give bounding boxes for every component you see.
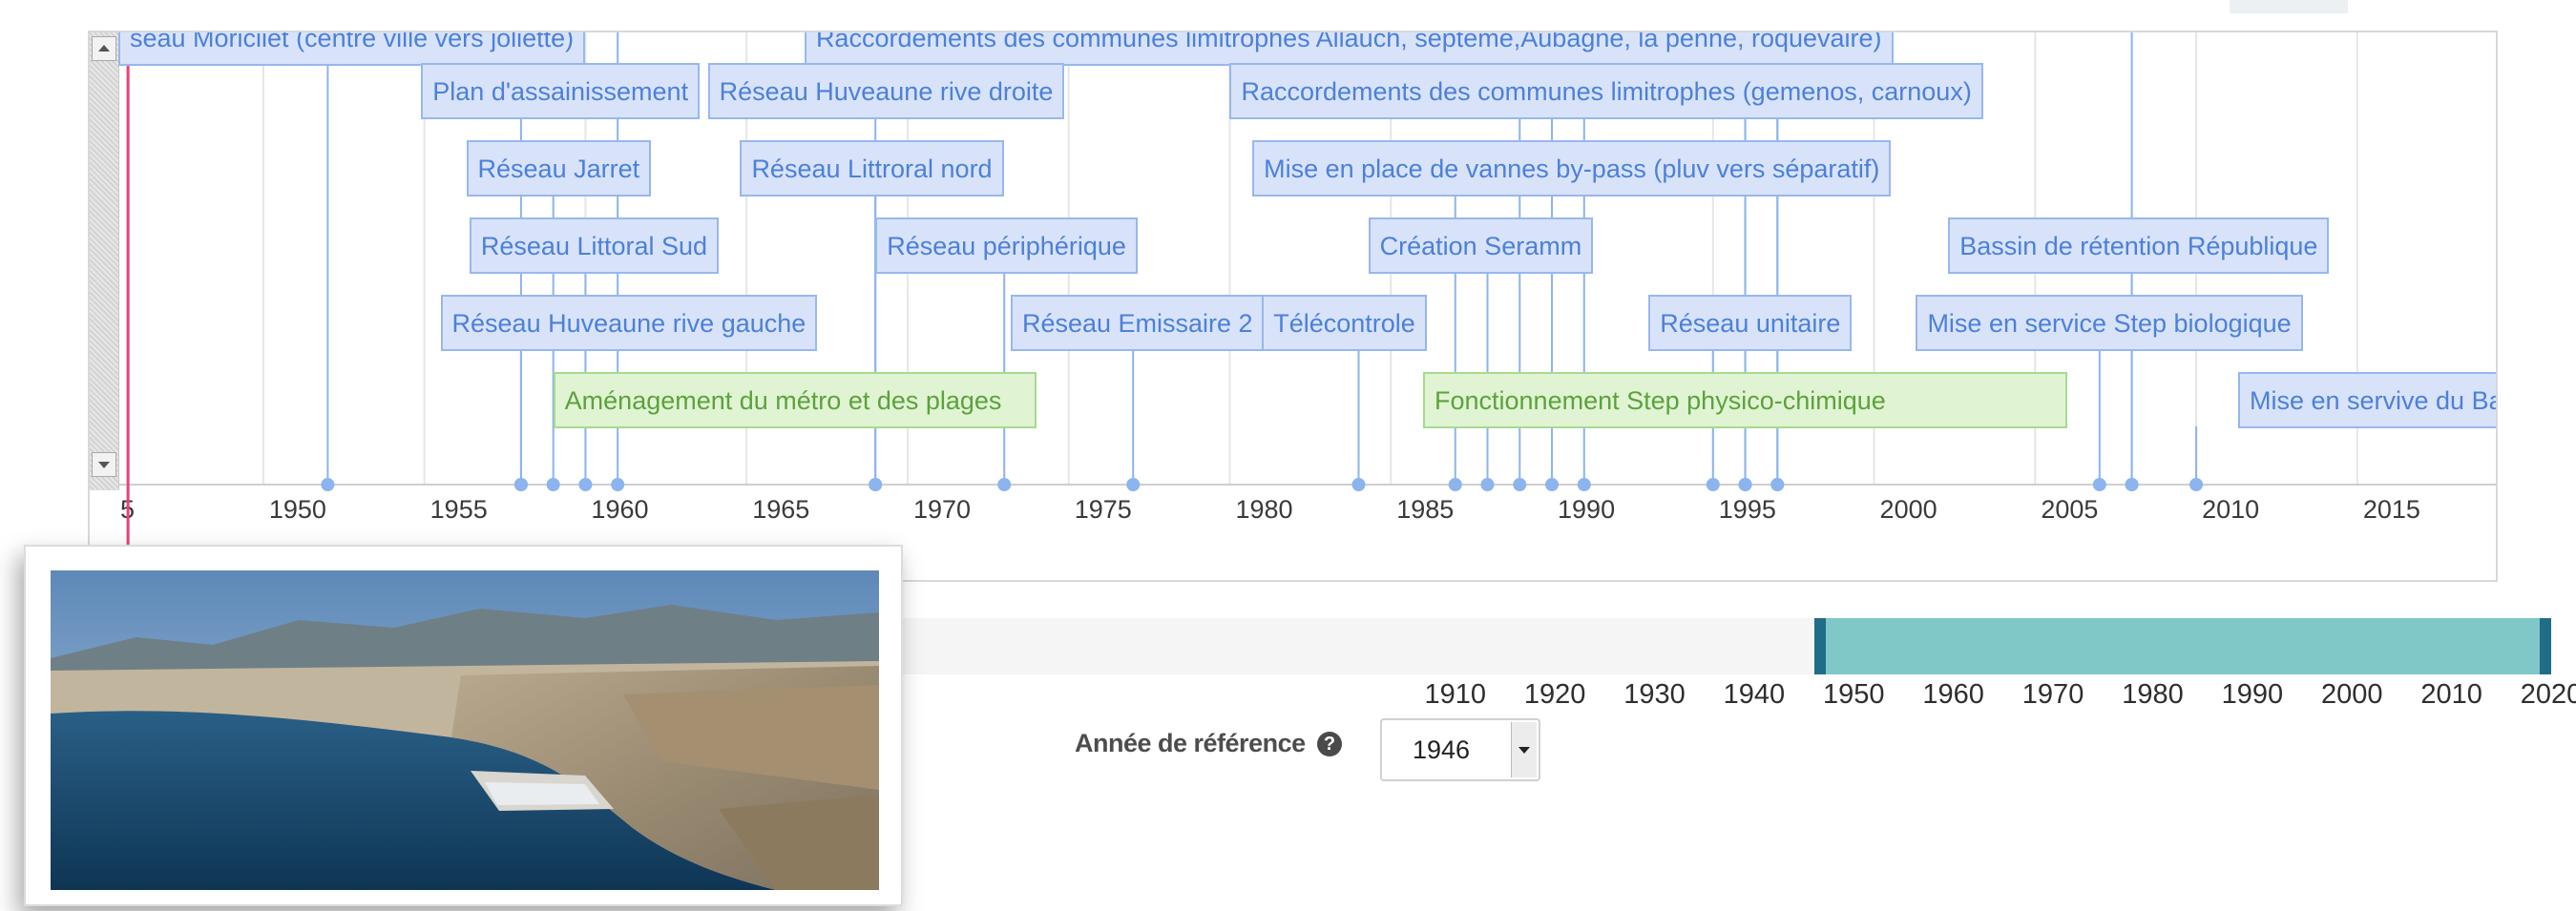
timeline-event[interactable]: Mise en place de vannes by-pass (pluv ve… bbox=[1252, 140, 1892, 197]
timeline-tick-label: 1970 bbox=[913, 495, 971, 524]
timeline-tick-label: 1985 bbox=[1396, 495, 1454, 524]
range-tick-label: 1990 bbox=[2221, 679, 2284, 710]
timeline-event[interactable]: Réseau Huveaune rive gauche bbox=[440, 295, 818, 351]
timeline-tick-label: 2000 bbox=[1880, 495, 1937, 524]
event-dot bbox=[1770, 478, 1785, 491]
timeline-range-event[interactable]: Fonctionnement Step physico-chimique bbox=[1423, 372, 2068, 428]
event-dot bbox=[578, 478, 593, 491]
timeline-range-event[interactable]: Aménagement du métro et des plages bbox=[553, 372, 1037, 428]
event-dot bbox=[1351, 478, 1366, 491]
range-tick-label: 1940 bbox=[1723, 679, 1786, 710]
event-dot bbox=[1738, 478, 1752, 491]
year-range-slider[interactable] bbox=[848, 618, 2551, 674]
timeline-event[interactable]: Réseau périphérique bbox=[875, 217, 1138, 274]
timeline-event[interactable]: Réseau Emissaire 2 bbox=[1010, 295, 1265, 351]
timeline-event[interactable]: Plan d'assainissement bbox=[421, 63, 701, 119]
event-dot bbox=[1513, 478, 1527, 491]
range-tick-label: 2000 bbox=[2320, 679, 2383, 710]
event-dot bbox=[611, 478, 625, 491]
timeline-tick-label: 2015 bbox=[2363, 495, 2420, 524]
event-dot bbox=[546, 478, 560, 491]
timeline-tick-label: 1955 bbox=[430, 495, 488, 524]
timeline-tick-label: 1980 bbox=[1235, 495, 1292, 524]
range-tick-label: 1980 bbox=[2122, 679, 2184, 710]
event-dot bbox=[1126, 478, 1141, 491]
timeline-event[interactable]: Création Seramm bbox=[1368, 217, 1594, 274]
range-tick-label: 1930 bbox=[1623, 679, 1686, 710]
event-dot bbox=[513, 478, 528, 491]
event-dot bbox=[2189, 478, 2204, 491]
range-tick-label: 2010 bbox=[2420, 679, 2482, 710]
reference-year-select[interactable]: 1946 bbox=[1380, 718, 1540, 781]
timeline-event[interactable]: seau Moriciiet (centre ville vers joliet… bbox=[118, 32, 586, 66]
timeline-event[interactable]: Mise en servive du Bassin bbox=[2237, 372, 2496, 428]
range-end-handle[interactable] bbox=[2539, 618, 2551, 674]
range-start-handle[interactable] bbox=[1813, 618, 1826, 674]
range-tick-label: 1970 bbox=[2021, 679, 2084, 710]
event-dot bbox=[1448, 478, 1462, 491]
timeline-event[interactable]: Mise en service Step biologique bbox=[1916, 295, 2303, 351]
event-dot bbox=[1706, 478, 1720, 491]
timeline-event[interactable]: Télécontrole bbox=[1262, 295, 1427, 351]
timeline-tick-label: 1965 bbox=[752, 495, 809, 524]
timeline-event[interactable]: Réseau Huveaune rive droite bbox=[707, 63, 1065, 119]
range-tick-label: 1920 bbox=[1523, 679, 1586, 710]
tab-strip-fragment bbox=[2230, 0, 2348, 13]
range-tick-label: 1960 bbox=[1922, 679, 1984, 710]
scroll-up-button[interactable] bbox=[92, 36, 116, 61]
timeline-event[interactable]: Réseau unitaire bbox=[1648, 295, 1853, 351]
aerial-coastline-photo bbox=[51, 570, 879, 890]
event-dot bbox=[869, 478, 883, 491]
photo-preview-card bbox=[24, 545, 903, 906]
timeline-chart[interactable]: 5195019551960196519701975198019851990199… bbox=[88, 31, 2498, 582]
range-tick-label: 1910 bbox=[1424, 679, 1487, 710]
timeline-tick-label: 2005 bbox=[2041, 495, 2098, 524]
event-dot bbox=[997, 478, 1012, 491]
event-dot bbox=[2092, 478, 2106, 491]
event-dot bbox=[2125, 478, 2139, 491]
timeline-scrollbar[interactable] bbox=[90, 32, 119, 490]
help-icon[interactable]: ? bbox=[1317, 732, 1342, 756]
timeline-event[interactable]: Bassin de rétention République bbox=[1948, 217, 2330, 274]
event-dot bbox=[1480, 478, 1495, 491]
reference-year-label: Année de référence bbox=[1075, 729, 1306, 757]
event-dot bbox=[321, 478, 335, 491]
timeline-tick-label: 1960 bbox=[591, 495, 648, 524]
event-dot bbox=[1545, 478, 1560, 491]
range-tick-label: 2020 bbox=[2520, 679, 2576, 710]
range-selection[interactable] bbox=[1813, 618, 2551, 674]
timeline-tick-label: 2010 bbox=[2202, 495, 2259, 524]
scroll-down-button[interactable] bbox=[92, 452, 116, 477]
timeline-event[interactable]: Raccordements des communes limitrophes A… bbox=[804, 32, 1894, 66]
timeline-tick-label: 1975 bbox=[1075, 495, 1132, 524]
timeline-tick-label: 1950 bbox=[269, 495, 326, 524]
event-dot bbox=[1577, 478, 1591, 491]
chevron-down-icon[interactable] bbox=[1511, 722, 1537, 777]
reference-year-value: 1946 bbox=[1413, 735, 1471, 764]
timeline-event[interactable]: Réseau Littroral nord bbox=[740, 140, 1004, 197]
range-tick-label: 1950 bbox=[1823, 679, 1885, 710]
timeline-event[interactable]: Réseau Littoral Sud bbox=[469, 217, 720, 274]
timeline-tick-label: 1995 bbox=[1719, 495, 1776, 524]
timeline-event[interactable]: Raccordements des communes limitrophes (… bbox=[1229, 63, 1983, 119]
timeline-tick-label: 1990 bbox=[1558, 495, 1615, 524]
timeline-event[interactable]: Réseau Jarret bbox=[466, 140, 652, 197]
